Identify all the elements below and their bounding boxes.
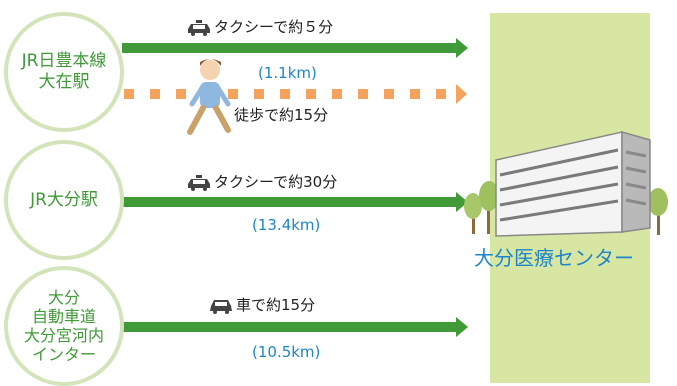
route1-walk-label: 徒歩で約15分 <box>234 106 329 124</box>
route1-taxi-arrow <box>122 38 468 58</box>
walking-person <box>187 59 231 135</box>
destination-name: 大分医療センター <box>474 246 634 270</box>
origin-line: 大在駅 <box>38 72 90 92</box>
car-icon <box>210 299 232 314</box>
route2-taxi-label: タクシーで約30分 <box>186 173 337 191</box>
origin-miyagawauchi-ic: 大分 自動車道 大分宮河内 インター <box>4 266 124 386</box>
origin-line: 大分 <box>47 288 80 307</box>
hospital-building <box>495 131 651 237</box>
origin-line: 自動車道 <box>31 307 96 326</box>
origin-line: JR日豊本線 <box>21 51 107 71</box>
taxi-icon <box>188 19 210 36</box>
route2-distance: (13.4km) <box>252 216 321 234</box>
origin-oita-station-jr-nippo: JR日豊本線 大在駅 <box>4 12 124 132</box>
route2-taxi-arrow <box>122 192 468 212</box>
origin-line: JR大分駅 <box>30 189 98 210</box>
origin-jr-oita-station: JR大分駅 <box>4 140 124 260</box>
taxi-icon <box>188 174 210 191</box>
route3-car-arrow <box>122 317 468 337</box>
route1-taxi-label: タクシーで約５分 <box>186 18 333 36</box>
route1-walk-arrow <box>124 84 467 104</box>
route1-distance: (1.1km) <box>258 64 317 82</box>
route3-car-label: 車で約15分 <box>208 296 315 314</box>
origin-line: 大分宮河内 <box>23 326 104 345</box>
origin-line: インター <box>31 345 96 364</box>
route3-distance: (10.5km) <box>252 343 321 361</box>
tree-icon <box>464 181 668 235</box>
